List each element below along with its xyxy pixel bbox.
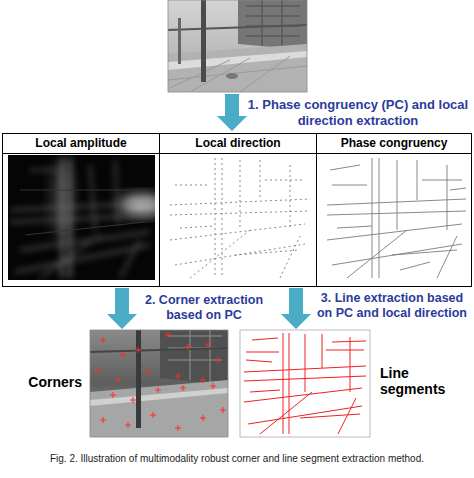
- input-photo: [168, 0, 307, 92]
- step-arrow: [217, 94, 247, 131]
- result-image: Line segments: [240, 330, 370, 437]
- flow-arrow: [281, 288, 311, 329]
- column-box: Phase congruency: [317, 133, 472, 287]
- figure-caption: Fig. 2. Illustration of multimodality ro…: [4, 453, 470, 464]
- step-label: 3. Line extraction based on PC and local…: [312, 291, 472, 321]
- column-header: Phase congruency: [317, 134, 471, 154]
- column-box: Local amplitude: [2, 133, 160, 287]
- image-label: Corners: [28, 374, 82, 390]
- result-image: Corners: [90, 330, 228, 437]
- line-segments-image: [240, 330, 370, 437]
- image-label: Line segments: [380, 364, 460, 396]
- flow-arrow: [107, 288, 137, 329]
- step-label: 1. Phase congruency (PC) and local direc…: [246, 97, 470, 128]
- local-amplitude-image: [8, 155, 155, 280]
- phase-congruency-image: [322, 155, 468, 280]
- local-direction-image: [165, 155, 312, 280]
- image-frame: [90, 330, 228, 437]
- column-header: Local amplitude: [3, 134, 159, 154]
- photo-frame: [168, 0, 307, 92]
- column-header: Local direction: [160, 134, 316, 154]
- corners-image: [90, 330, 228, 437]
- column-box: Local direction: [160, 133, 317, 287]
- step-label: 2. Corner extraction based on PC: [136, 293, 272, 323]
